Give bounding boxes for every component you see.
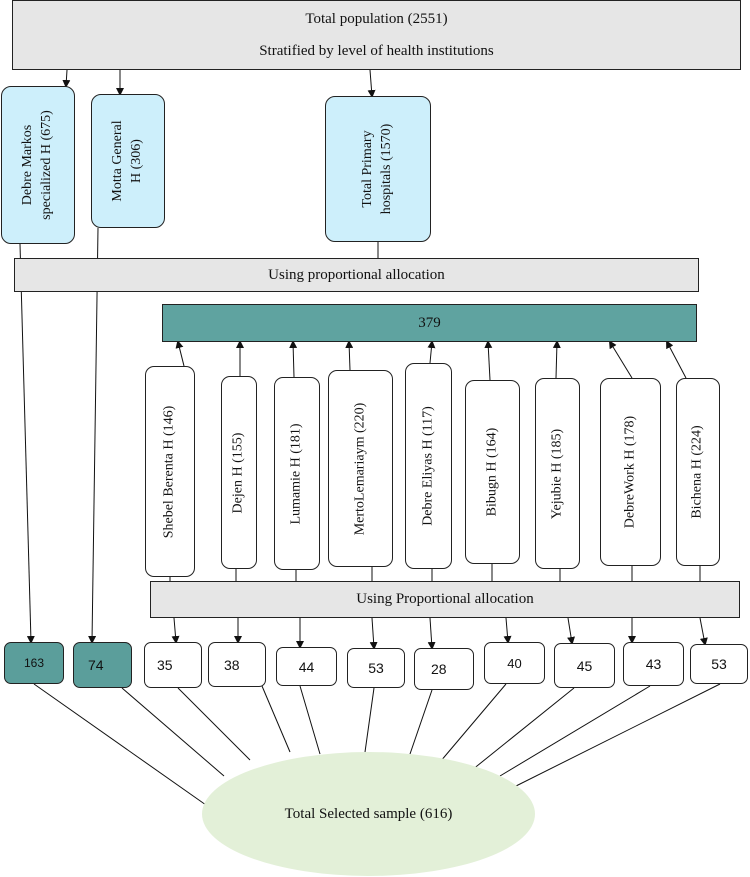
hospital-yejubie: Yejubie H (185)	[535, 378, 580, 569]
hospital-bibugn: Bibugn H (164)	[465, 380, 520, 564]
total-primary-box: Total Primary hospitals (1570)	[325, 96, 431, 242]
sample-dejen: 38	[208, 642, 266, 687]
proportional-allocation-bar-2: Using Proportional allocation	[150, 581, 740, 618]
sample-motta-general: 74	[73, 642, 132, 688]
hospital-debre-eliyas: Debre Eliyas H (117)	[405, 363, 452, 569]
sample-debre-markos: 163	[4, 642, 64, 684]
debre-markos-line1: Debre Markos	[20, 124, 36, 206]
total-selected-label: Total Selected sample (616)	[284, 805, 453, 822]
hospital-label: Debre Eliyas H (117)	[420, 406, 436, 526]
total-population-label: Total population (2551)	[305, 11, 448, 27]
debre-markos-box: Debre Markos specialized H (675)	[1, 86, 75, 244]
hospital-label: Bichena H (224)	[689, 425, 705, 519]
total-primary-line1: Total Primary	[360, 130, 376, 208]
primary-total-bar: 379	[162, 304, 697, 342]
stratification-label: Stratified by level of health institutio…	[259, 43, 494, 59]
hospital-label: Shebel Berenta H (146)	[161, 405, 177, 538]
hospital-dejen: Dejen H (155)	[221, 376, 257, 569]
sample-shebel-berenta: 35	[144, 642, 202, 688]
proportional-allocation-label-2: Using Proportional allocation	[356, 591, 534, 607]
sample-lumamie: 44	[276, 647, 337, 686]
sample-merto-lemariaym: 53	[347, 648, 405, 688]
hospital-label: Lumamie H (181)	[288, 422, 304, 525]
hospital-bichena: Bichena H (224)	[676, 378, 720, 566]
motta-general-box: Motta General H (306)	[91, 94, 165, 228]
motta-general-line2: H (306)	[129, 139, 144, 183]
total-population-box: Total population (2551) Stratified by le…	[12, 0, 741, 70]
primary-total-label: 379	[418, 314, 441, 331]
proportional-allocation-label: Using proportional allocation	[268, 266, 445, 283]
hospital-merto-lemariaym: MertoLemariaym (220)	[328, 370, 393, 567]
hospital-label: Dejen H (155)	[230, 432, 246, 513]
hospital-lumamie: Lumamie H (181)	[274, 377, 320, 570]
motta-general-line1: Motta General	[110, 120, 126, 202]
hospital-label: Bibugn H (164)	[484, 427, 500, 517]
sample-debre-eliyas: 28	[414, 648, 474, 690]
hospital-shebel-berenta: Shebel Berenta H (146)	[145, 366, 195, 577]
hospital-debrework: DebreWork H (178)	[600, 378, 661, 566]
sample-debrework: 43	[623, 642, 684, 686]
debre-markos-line2: specialized H (675)	[39, 110, 54, 220]
hospital-label: MertoLemariaym (220)	[352, 402, 368, 535]
hospital-label: Yejubie H (185)	[549, 428, 565, 519]
total-primary-line2: hospitals (1570)	[379, 123, 394, 215]
proportional-allocation-bar: Using proportional allocation	[14, 258, 699, 292]
sample-bichena: 53	[690, 644, 748, 684]
total-selected-sample: Total Selected sample (616)	[202, 752, 535, 876]
hospital-label: DebreWork H (178)	[622, 415, 638, 529]
sample-bibugn: 40	[484, 642, 545, 684]
sample-yejubie: 45	[554, 643, 615, 688]
